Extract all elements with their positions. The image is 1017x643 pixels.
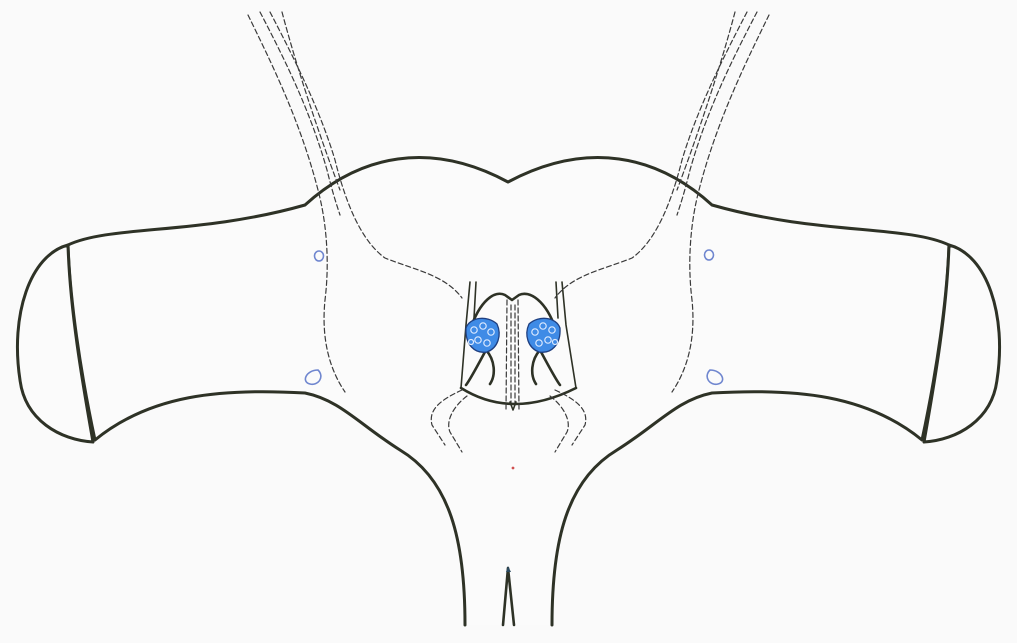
body-outline [68,158,949,625]
center-dot [512,467,515,470]
left-cluster [466,318,499,352]
right-cluster [527,318,560,352]
